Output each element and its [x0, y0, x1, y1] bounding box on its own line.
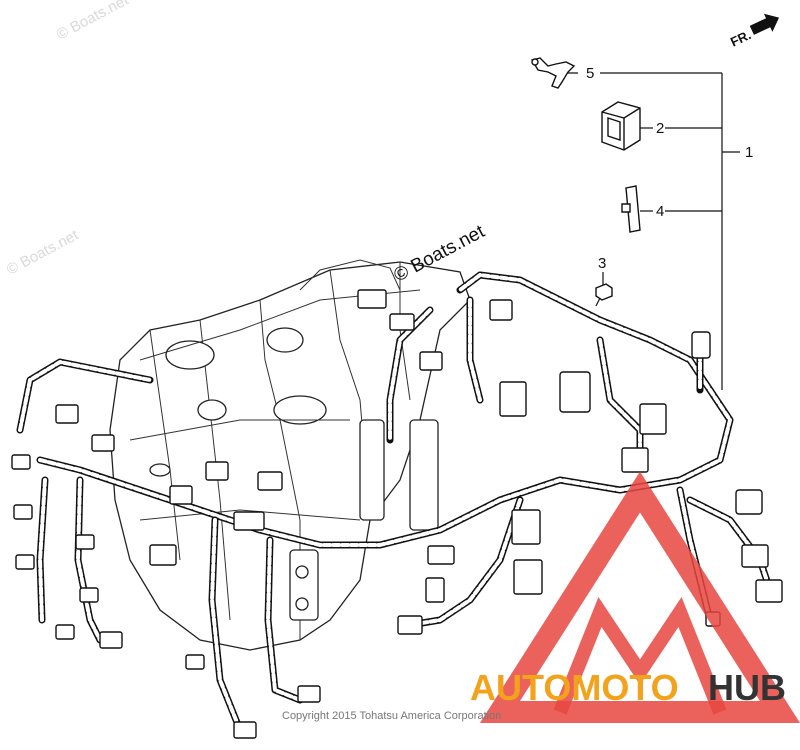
front-arrow-icon [749, 13, 780, 35]
callout-3: 3 [598, 255, 606, 272]
engine-block [109, 259, 471, 651]
logo-text-automoto: AUTOMOTO [470, 667, 679, 708]
watermark-faded-top: © Boats.net [54, 0, 132, 44]
callout-4: 4 [656, 203, 664, 220]
front-direction-indicator: FR. [728, 13, 780, 50]
front-direction-label: FR. [728, 27, 753, 49]
harness-connectors [11, 289, 783, 739]
automotohub-logo: AUTOMOTO HUB [470, 471, 800, 723]
logo-inner-mark-icon [553, 597, 727, 715]
part-2-grommet [601, 101, 641, 151]
callout-5: 5 [586, 65, 594, 82]
copyright-notice: Copyright 2015 Tohatsu America Corporati… [282, 710, 501, 722]
part-4-band [621, 185, 641, 233]
logo-text-hub: HUB [708, 667, 786, 708]
part-5-clamp [530, 57, 576, 89]
watermark-faded-left: © Boats.net [4, 226, 82, 278]
logo-triangle-icon [479, 471, 800, 723]
callout-1: 1 [745, 144, 753, 161]
part-3-bolt [595, 283, 613, 307]
callout-leaders [560, 72, 740, 390]
callout-2: 2 [656, 120, 664, 137]
